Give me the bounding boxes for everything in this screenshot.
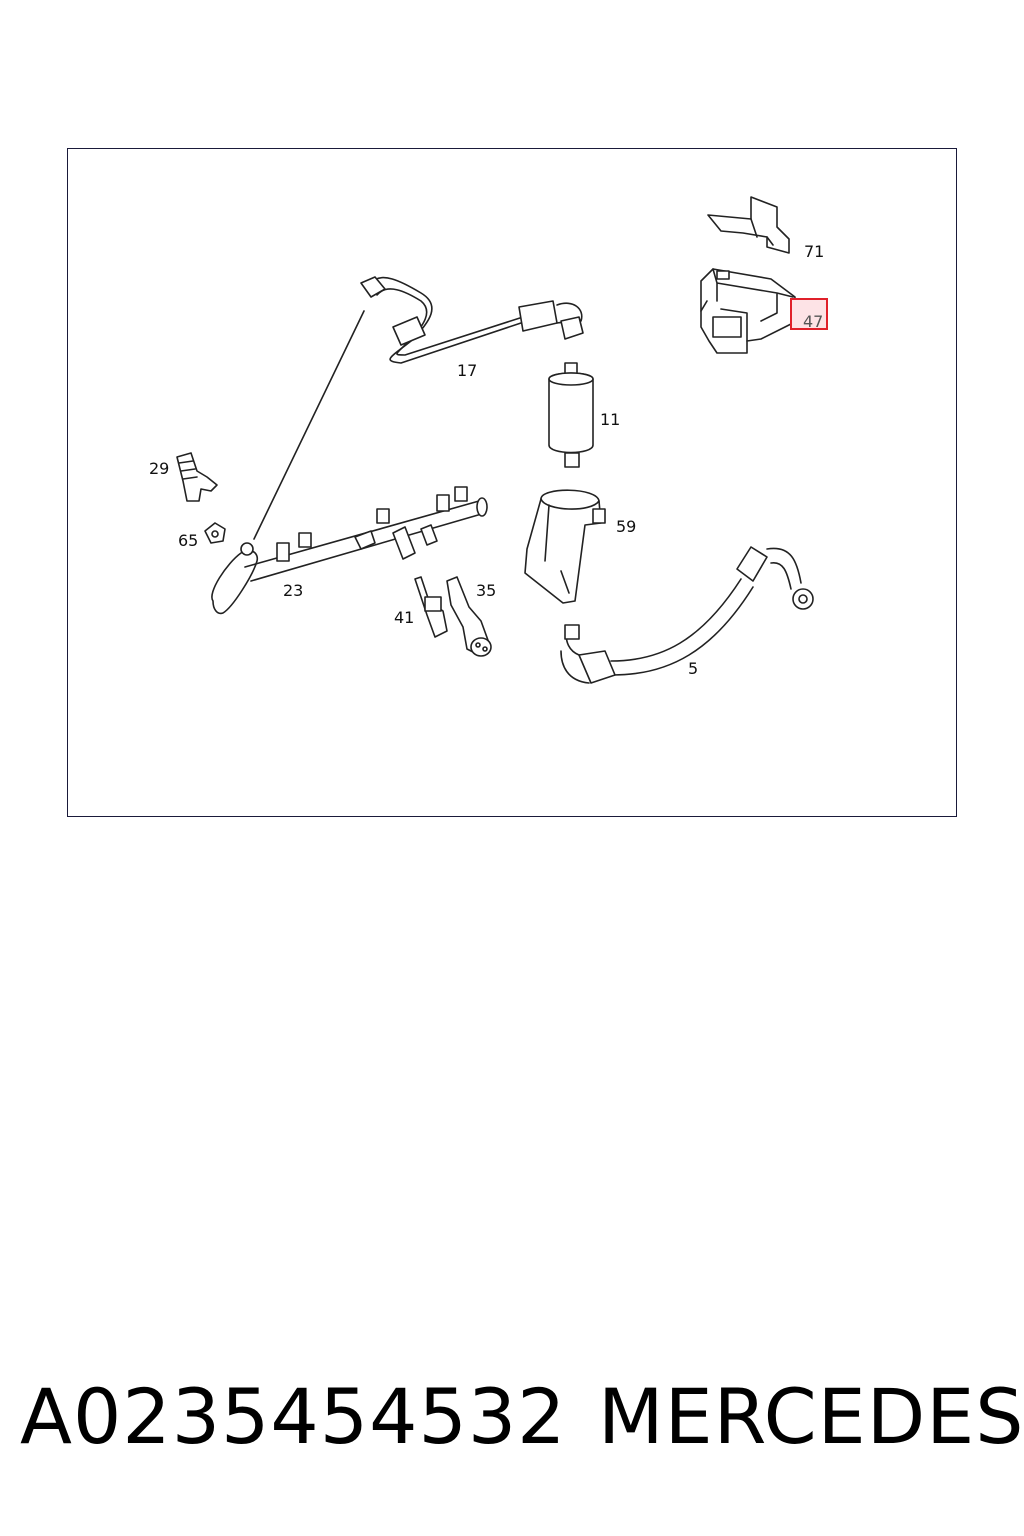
callout-5[interactable]: 5 <box>688 659 698 678</box>
parts-diagram: 71 47 17 11 29 65 59 23 35 41 5 <box>149 196 828 684</box>
part-59-bracket[interactable] <box>524 489 606 604</box>
brand-text: MERCEDES <box>598 1372 1024 1461</box>
part-17-fuel-line[interactable] <box>360 276 584 364</box>
callout-65[interactable]: 65 <box>178 531 198 550</box>
parts-diagram-frame: 71 47 17 11 29 65 59 23 35 41 5 <box>67 148 957 817</box>
callout-29[interactable]: 29 <box>149 459 169 478</box>
caption: A0235454532 MERCEDES <box>0 1372 1024 1472</box>
highlight-box-47 <box>790 298 828 330</box>
part-65-clip[interactable] <box>204 522 226 544</box>
part-47-control-unit[interactable] <box>700 268 796 354</box>
callout-71[interactable]: 71 <box>804 242 824 261</box>
callout-35[interactable]: 35 <box>476 581 496 600</box>
part-number-text: A0235454532 <box>20 1372 567 1461</box>
callout-47[interactable]: 47 <box>803 312 823 331</box>
part-41-sensor[interactable] <box>414 576 448 638</box>
callout-11[interactable]: 11 <box>600 410 620 429</box>
callout-23[interactable]: 23 <box>283 581 303 600</box>
part-35-injector[interactable] <box>446 576 492 657</box>
callout-59[interactable]: 59 <box>616 517 636 536</box>
callout-17[interactable]: 17 <box>457 361 477 380</box>
part-11-fuel-filter[interactable] <box>548 362 594 468</box>
part-29-fitting[interactable] <box>176 452 218 502</box>
part-71-bracket[interactable] <box>707 196 790 254</box>
part-5-fuel-line[interactable] <box>560 546 814 684</box>
callout-41[interactable]: 41 <box>394 608 414 627</box>
part-23-fuel-rail[interactable] <box>211 486 488 615</box>
leader-line-17 <box>253 310 365 540</box>
